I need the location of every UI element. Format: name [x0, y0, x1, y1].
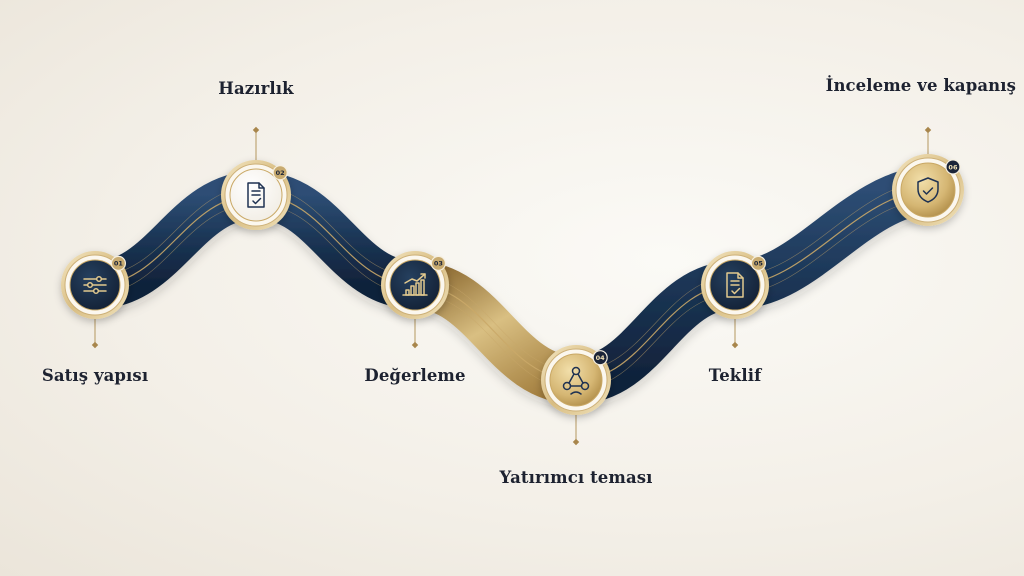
step-label-05: Teklif: [708, 366, 762, 385]
connector-diamond: [91, 341, 99, 349]
connector-diamond: [252, 126, 260, 134]
connector-diamond: [731, 341, 739, 349]
step-node-04: 04: [541, 345, 611, 415]
node-face: [900, 162, 956, 218]
step-number-badge: [272, 165, 288, 181]
step-number-badge: [945, 159, 961, 175]
step-node-06: 06: [892, 154, 964, 226]
node-face: [549, 353, 603, 407]
node-face: [389, 259, 441, 311]
step-number-badge: [430, 255, 446, 271]
step-label-03: Değerleme: [364, 366, 466, 385]
connector-diamond: [924, 126, 932, 134]
step-number: 01: [114, 260, 124, 268]
step-number: 06: [948, 163, 958, 171]
step-number: 02: [276, 169, 285, 177]
step-node-02: 02: [221, 160, 291, 230]
step-label-01: Satış yapısı: [41, 366, 149, 385]
ribbon-path: [93, 166, 932, 404]
shield-check-icon: [917, 177, 939, 203]
network-icon: [562, 366, 590, 395]
step-number: 03: [434, 260, 443, 268]
bar-chart-icon: [402, 273, 428, 296]
step-node-01: 01: [61, 251, 129, 319]
sliders-icon: [83, 275, 107, 295]
step-number-badge: [110, 255, 127, 271]
step-number-badge: [592, 350, 608, 366]
step-label-04: Yatırımcı teması: [499, 468, 653, 487]
step-node-05: 05: [701, 251, 769, 319]
step-number: 04: [596, 354, 606, 362]
document-check-icon: [726, 272, 744, 298]
step-number-badge: [750, 255, 767, 271]
step-number: 05: [754, 260, 764, 268]
document-check-icon: [247, 182, 265, 208]
step-nodes: 01 02 03 04 05 06: [61, 154, 964, 415]
connectors: [91, 126, 932, 446]
step-node-03: 03: [381, 251, 449, 319]
connector-diamond: [572, 438, 580, 446]
connector-diamond: [411, 341, 419, 349]
step-label-02: Hazırlık: [218, 79, 294, 98]
step-label-06: İnceleme ve kapanış: [825, 76, 1016, 95]
